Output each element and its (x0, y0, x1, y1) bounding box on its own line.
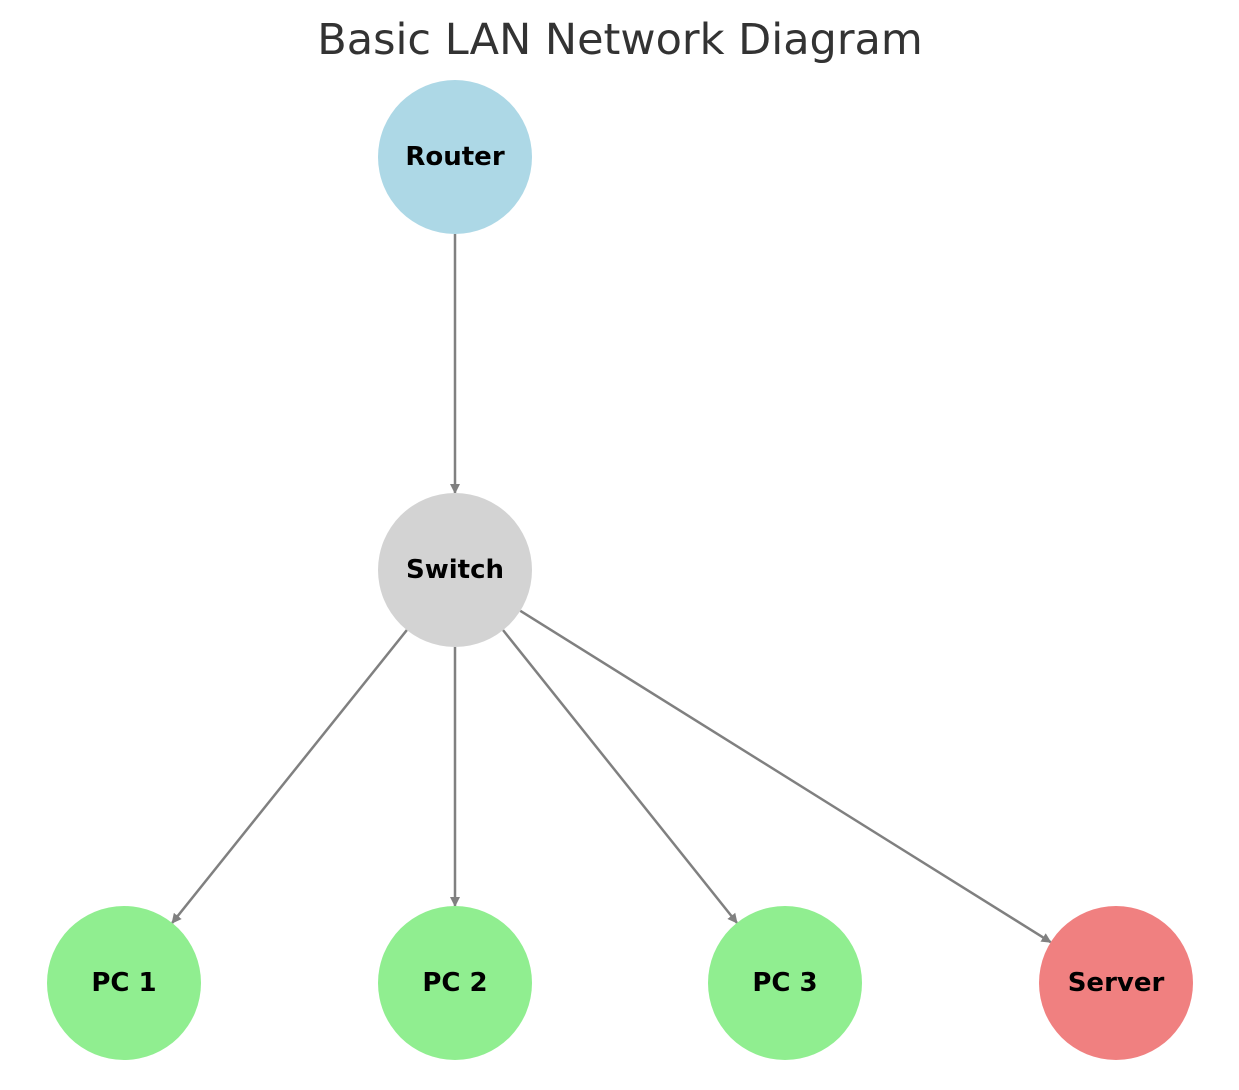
node-switch[interactable]: Switch (378, 493, 532, 647)
node-server[interactable]: Server (1039, 906, 1193, 1060)
pc1-label: PC 1 (91, 968, 156, 998)
router-circle (378, 80, 532, 234)
pc3-circle (708, 906, 862, 1060)
node-pc2[interactable]: PC 2 (378, 906, 532, 1060)
pc2-circle (378, 906, 532, 1060)
server-circle (1039, 906, 1193, 1060)
pc2-label: PC 2 (422, 968, 487, 998)
node-pc3[interactable]: PC 3 (708, 906, 862, 1060)
edges-layer (171, 234, 1052, 944)
pc1-circle (47, 906, 201, 1060)
switch-circle (378, 493, 532, 647)
edge-switch-to-server (519, 609, 1052, 944)
pc3-label: PC 3 (752, 968, 817, 998)
server-label: Server (1068, 968, 1165, 998)
router-label: Router (405, 142, 504, 172)
node-router[interactable]: Router (378, 80, 532, 234)
diagram-title: Basic LAN Network Diagram (317, 15, 923, 65)
edge-switch-to-pc1 (171, 629, 408, 924)
edge-switch-to-pc3 (502, 629, 738, 924)
switch-label: Switch (406, 555, 504, 585)
node-pc1[interactable]: PC 1 (47, 906, 201, 1060)
